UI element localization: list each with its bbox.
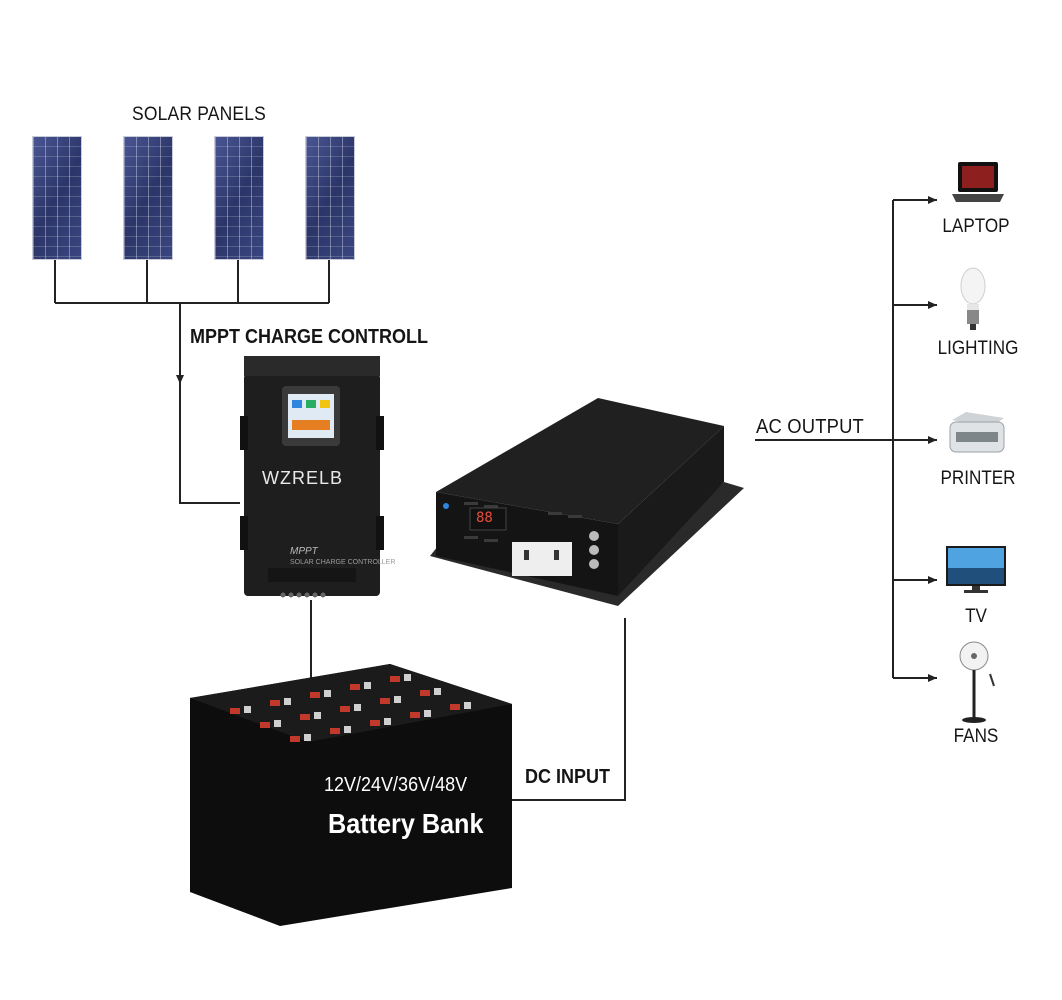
solar-panel [32,136,82,260]
controller-brand-text: WZRELB [262,468,344,488]
laptop-icon [950,160,1006,204]
solar-panel [123,136,173,260]
ac-output-label: AC OUTPUT [756,416,864,438]
load-label-fans: FANS [953,726,999,747]
controller-input-wire [179,384,240,504]
load-label-lighting: LIGHTING [937,338,1019,359]
inverter-device: 88 [428,396,746,610]
solar-panels-label: SOLAR PANELS [132,104,267,125]
controller-model-text: MPPT [290,546,318,557]
light-bulb-icon [958,266,988,332]
load-label-laptop: LAPTOP [942,216,1010,237]
controller-sub-text: SOLAR CHARGE CONTROLLER [290,559,396,566]
charge-controller-device: WZRELB MPPT SOLAR CHARGE CONTROLLER [240,356,395,602]
battery-name-text: Battery Bank [328,808,484,839]
inverter-display-text: 88 [476,510,493,526]
battery-bank-device: 12V/24V/36V/48V Battery Bank [190,664,512,926]
fan-icon [958,640,998,724]
dc-input-label: DC INPUT [525,766,611,788]
load-label-printer: PRINTER [940,468,1016,489]
dc-input-wire [512,618,626,801]
battery-voltage-text: 12V/24V/36V/48V [324,774,468,796]
printer-icon [946,410,1008,456]
solar-panel [214,136,264,260]
controller-terminals [280,592,328,598]
tv-icon [944,544,1008,596]
mppt-controller-label: MPPT CHARGE CONTROLL [190,326,428,348]
solar-panel [305,136,355,260]
load-label-tv: TV [965,606,987,627]
